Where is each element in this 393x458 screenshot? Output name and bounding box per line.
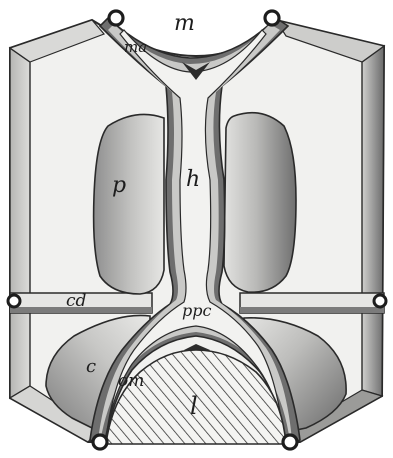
label-ma: ma — [124, 38, 147, 56]
label-h: h — [186, 167, 200, 192]
opening-top-left — [109, 11, 123, 25]
label-m: m — [174, 11, 195, 36]
label-p: p — [112, 173, 126, 198]
duct-left-opening — [8, 295, 20, 307]
right-bevel — [362, 46, 384, 396]
label-c: c — [86, 356, 96, 377]
label-om: om — [118, 371, 144, 391]
duct-right-opening — [374, 295, 386, 307]
pocket-left — [94, 114, 164, 294]
pocket-right — [224, 113, 296, 293]
left-bevel — [10, 48, 30, 398]
opening-bottom-right — [283, 435, 297, 449]
label-cd: cd — [66, 291, 87, 311]
label-ppc: ppc — [182, 301, 211, 320]
duct-right-wall — [240, 307, 384, 313]
opening-top-right — [265, 11, 279, 25]
label-l: l — [190, 392, 198, 420]
opening-bottom-left — [93, 435, 107, 449]
